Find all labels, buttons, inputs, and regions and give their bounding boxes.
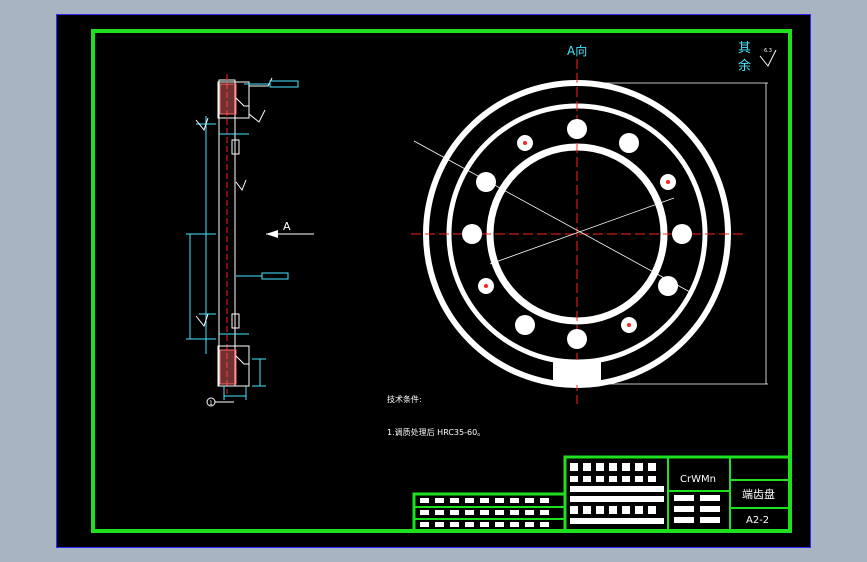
section-view (186, 74, 299, 407)
roughness-symbol (759, 49, 777, 67)
cad-drawing: A A向 其 余 6.3 技术条件 (91, 29, 792, 533)
view-label: A向 (567, 43, 587, 58)
plan-view (411, 59, 768, 404)
view-arrow-a (266, 230, 314, 238)
arrow-label: A (283, 220, 291, 233)
tech-title: 技术条件: (387, 394, 422, 404)
part-name: 端齿盘 (742, 487, 775, 501)
keyway-notch (553, 360, 601, 385)
drawing-number: A2-2 (746, 515, 769, 526)
surface-note-line2: 余 (738, 58, 751, 74)
title-block-grid (570, 463, 720, 524)
drawing-sheet: A A向 其 余 6.3 技术条件 (56, 14, 811, 548)
material-label: CrWMn (680, 474, 716, 485)
section-mark: 1 (209, 400, 213, 407)
bolt-hole-centers (484, 141, 670, 327)
revision-table (412, 492, 567, 533)
bolt-holes (462, 119, 692, 349)
surface-note-line1: 其 (738, 41, 751, 56)
tech-note: 1.调质处理后 HRC35-60。 (387, 427, 485, 437)
roughness-value: 6.3 (764, 48, 772, 54)
